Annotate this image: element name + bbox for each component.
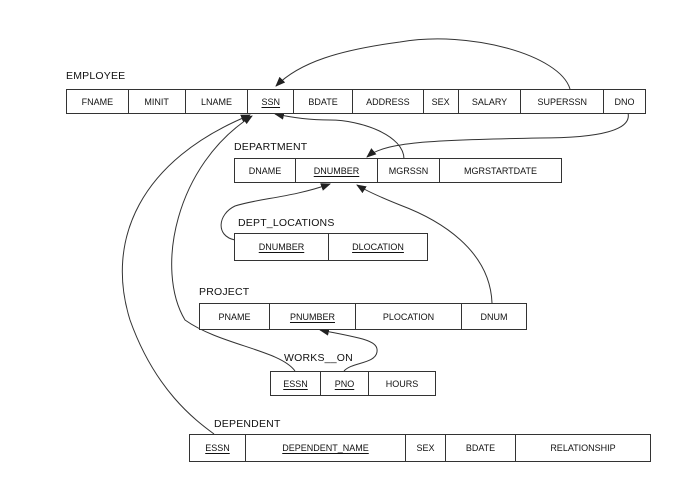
employee-attr-sex: SEX <box>424 90 459 113</box>
dependent-name-label: DEPENDENT_NAME <box>282 443 369 453</box>
employee-attr-lname: LNAME <box>186 90 249 113</box>
fk-works-essn-to-ssn <box>171 115 296 372</box>
department-title: DEPARTMENT <box>234 141 308 153</box>
employee-attr-ssn: SSN <box>248 90 295 113</box>
department-attr-dname: DNAME <box>235 159 296 182</box>
works-on-attr-hours: HOURS <box>385 378 419 389</box>
employee-attr-bdate: BDATE <box>294 90 353 113</box>
fk-superssn-to-ssn <box>275 38 571 90</box>
department-table: DNAME DNUMBER MGRSSN MGRSTARTDATE <box>234 158 562 183</box>
project-attr-plocation: PLOCATION <box>356 304 462 329</box>
project-attr-dnum: DNUM <box>480 311 508 322</box>
employee-attr-minit: MINIT <box>129 90 186 113</box>
project-pnumber-label: PNUMBER <box>289 311 335 322</box>
dependent-essn-label: ESSN <box>205 443 230 453</box>
employee-attr-fname: FNAME <box>67 90 129 113</box>
works-on-table: ESSN PNO HOURS <box>270 371 436 396</box>
dependent-title: DEPENDENT <box>214 418 281 430</box>
project-attr-pname: PNAME <box>200 304 270 329</box>
department-attr-mgrstartdate: MGRSTARTDATE <box>463 165 537 176</box>
dependent-attr-dependent-name: DEPENDENT_NAME <box>246 435 406 461</box>
employee-attr-dno: DNO <box>614 96 635 107</box>
dept-locations-dnumber-label: DNUMBER <box>258 242 305 252</box>
dept-locations-dlocation-label: DLOCATION <box>352 242 404 252</box>
fk-pno-to-pnumber <box>319 327 378 372</box>
project-table: PNAME PNUMBER PLOCATION DNUM <box>199 303 527 330</box>
dept-locations-table: DNUMBER DLOCATION <box>234 233 428 261</box>
dependent-attr-bdate: BDATE <box>446 435 516 461</box>
dependent-attr-essn: ESSN <box>190 435 246 461</box>
employee-attr-address: ADDRESS <box>353 90 424 113</box>
fk-dlocations-dnumber-to-dnumber <box>220 183 331 241</box>
employee-attr-salary: SALARY <box>459 90 522 113</box>
department-attr-dnumber: DNUMBER <box>296 159 378 182</box>
department-attr-mgrssn: MGRSSN <box>378 159 440 182</box>
works-on-attr-pno: PNO <box>321 372 369 395</box>
dependent-attr-sex: SEX <box>406 435 446 461</box>
employee-table: FNAME MINIT LNAME SSN BDATE ADDRESS SEX … <box>66 89 646 114</box>
dependent-attr-relationship: RELATIONSHIP <box>550 443 616 453</box>
dependent-table: ESSN DEPENDENT_NAME SEX BDATE RELATIONSH… <box>189 434 651 462</box>
employee-attr-superssn: SUPERSSN <box>521 90 605 113</box>
employee-title: EMPLOYEE <box>66 70 126 82</box>
dept-locations-attr-dnumber: DNUMBER <box>235 234 329 260</box>
works-on-pno-label: PNO <box>334 378 355 389</box>
dept-locations-title: DEPT_LOCATIONS <box>238 217 335 229</box>
project-title: PROJECT <box>199 286 250 298</box>
employee-ssn-label: SSN <box>261 96 281 107</box>
works-on-title: WORKS__ON <box>284 352 353 364</box>
fk-dno-to-dnumber <box>366 112 629 158</box>
project-attr-pnumber: PNUMBER <box>270 304 356 329</box>
fk-dnum-to-dnumber <box>356 184 493 304</box>
fk-dependent-essn-to-ssn <box>121 114 251 435</box>
dept-locations-attr-dlocation: DLOCATION <box>329 234 427 260</box>
department-dnumber-label: DNUMBER <box>313 165 360 176</box>
works-on-attr-essn: ESSN <box>271 372 321 395</box>
works-on-essn-label: ESSN <box>283 378 308 389</box>
fk-mgrssn-to-ssn <box>274 111 405 161</box>
